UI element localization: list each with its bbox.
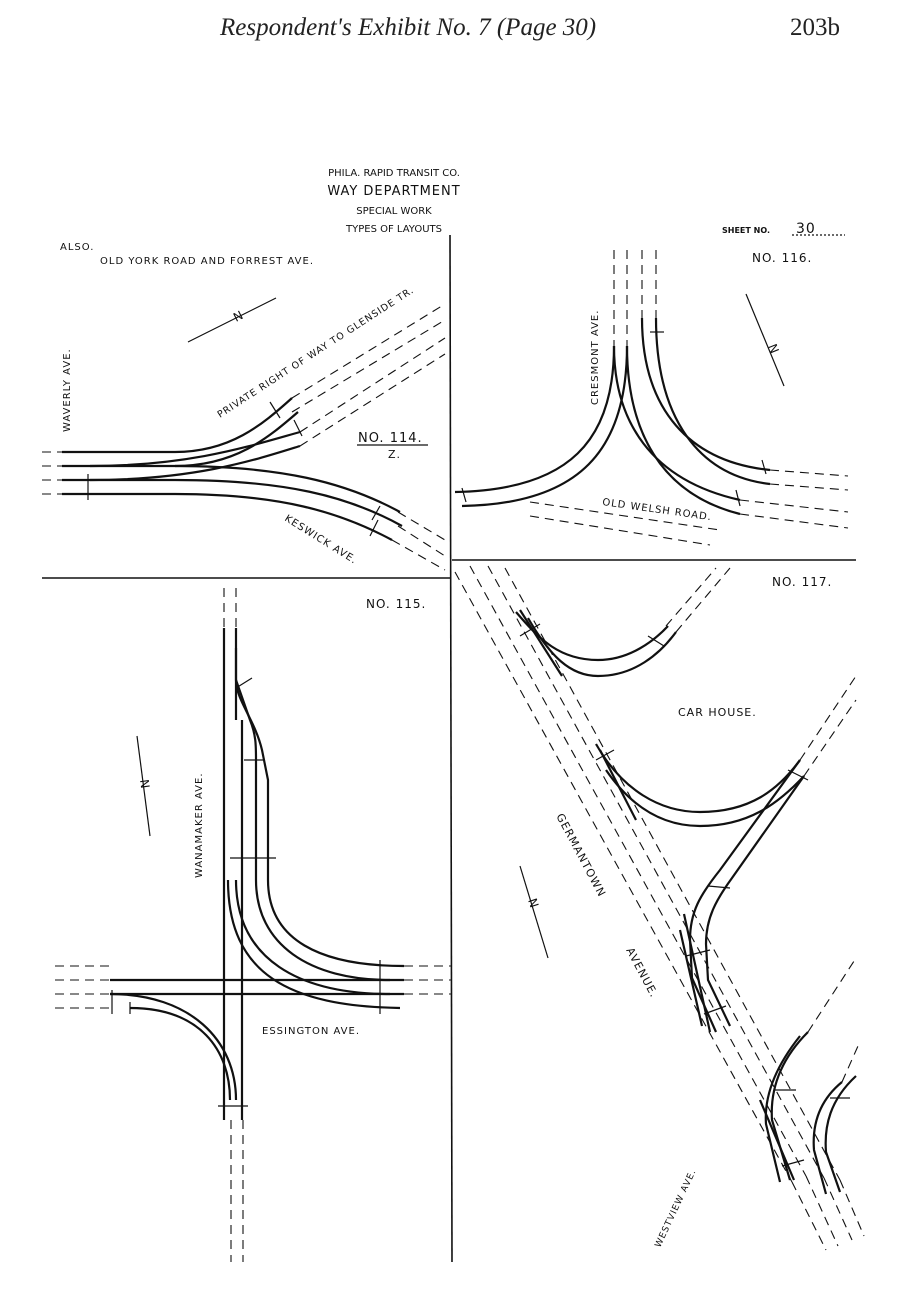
sheet-label: SHEET NO. (722, 226, 770, 235)
no117-car-house: CAR HOUSE. (678, 706, 757, 719)
page-number: 203b (790, 14, 840, 41)
no117-number: NO. 117. (772, 575, 832, 589)
no117-street-diag-2: AVENUE. (623, 945, 660, 1000)
no114-tracks (62, 397, 403, 541)
no116-tracks (454, 317, 771, 516)
subject-label: SPECIAL WORK (356, 206, 432, 217)
north-arrow-116: N (745, 293, 785, 387)
no114-location: OLD YORK ROAD AND FORREST AVE. (100, 256, 314, 267)
exhibit-title: Respondent's Exhibit No. 7 (Page 30) (220, 14, 597, 41)
north-arrow-115: N (136, 735, 152, 837)
no117-germantown-avenue-dashed (454, 565, 865, 1251)
no114-street-bottom: KESWICK AVE. (282, 513, 358, 566)
north-arrow-117: N (519, 865, 549, 959)
sheet-value: 30 (796, 221, 816, 237)
no115-street-vertical: WANAMAKER AVE. (194, 772, 205, 878)
no117-tracks (515, 609, 857, 1195)
no117-street-bottom: WESTVIEW AVE. (654, 1168, 699, 1250)
svg-text:N: N (765, 342, 782, 357)
no115-street-horizontal: ESSINGTON AVE. (262, 1026, 360, 1037)
department-label: WAY DEPARTMENT (327, 184, 460, 199)
no114-sub: Z. (388, 448, 401, 461)
no116-dashed (529, 250, 849, 546)
no117-street-diag-1: GERMANTOWN (553, 811, 608, 899)
no115-dashed (55, 588, 452, 1262)
no114-also: ALSO. (60, 242, 94, 253)
no114-number: NO. 114. (358, 431, 423, 446)
svg-text:N: N (525, 897, 541, 911)
company-label: PHILA. RAPID TRANSIT CO. (328, 168, 460, 179)
no116-street-vertical: CRESMONT AVE. (590, 310, 601, 405)
no114-street-left: WAVERLY AVE. (62, 348, 73, 432)
no114-street-diagonal: PRIVATE RIGHT OF WAY TO GLENSIDE TR. (216, 285, 417, 421)
svg-text:N: N (231, 308, 246, 325)
no116-street-bottom: OLD WELSH ROAD. (602, 497, 713, 523)
no114-dashed-approach (42, 303, 446, 571)
north-arrow-114: N (187, 297, 277, 343)
no115-tracks (109, 628, 405, 1120)
no116-number: NO. 116. (752, 251, 812, 265)
frame-vertical-divider (449, 234, 453, 1263)
svg-text:N: N (137, 778, 152, 790)
no115-number: NO. 115. (366, 597, 426, 611)
types-label: TYPES OF LAYOUTS (345, 224, 442, 235)
